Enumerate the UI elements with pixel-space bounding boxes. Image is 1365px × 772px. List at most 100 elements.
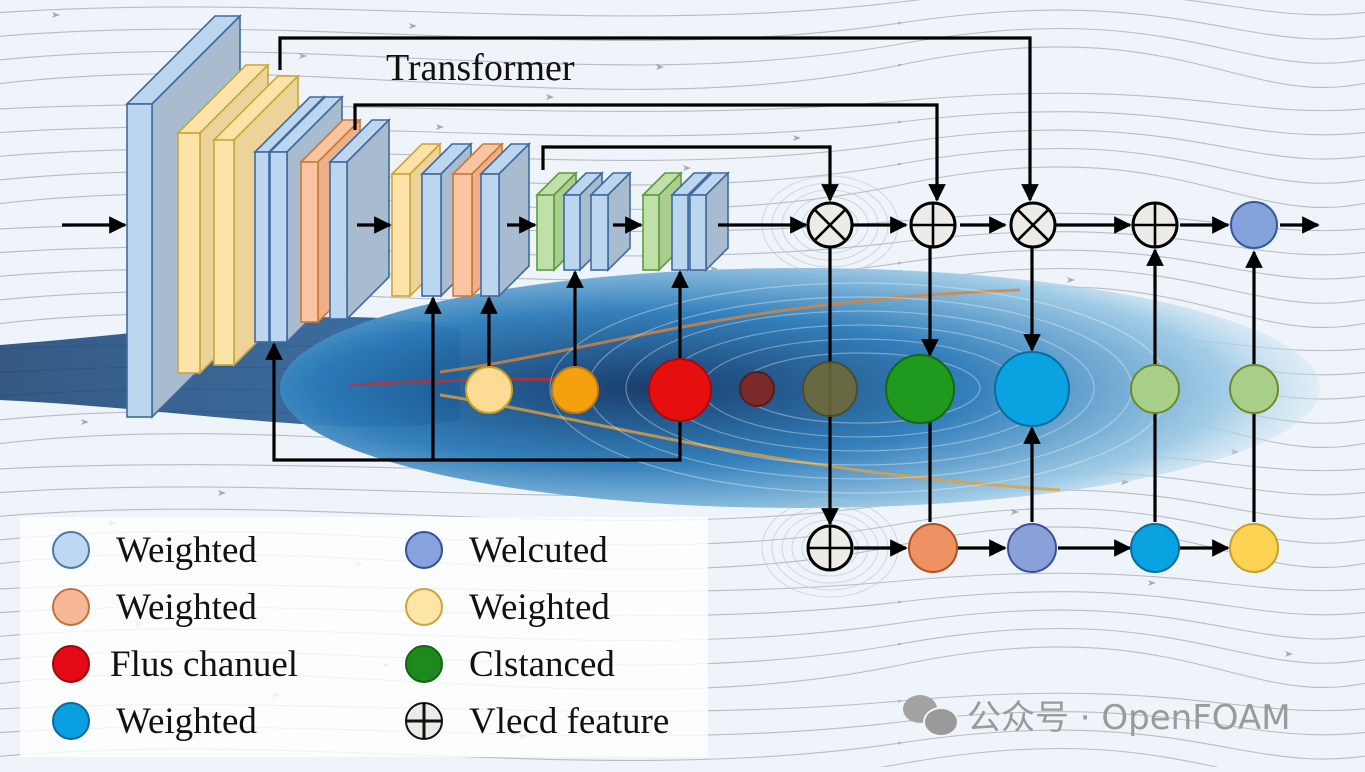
legend-item: Weighted [52,585,257,629]
wake-node [465,366,513,414]
layer-front-face [642,194,660,271]
node-layer [465,201,1279,573]
legend-label: Vlecd feature [469,700,670,742]
flow-arrow-icon [1011,509,1019,515]
flow-arrow-icon [683,165,691,171]
wake-field [0,175,1320,598]
legend: Weighted Weighted Flus chanuel Weighted … [20,517,708,757]
legend-label: Welcuted [469,529,608,571]
wake-node [885,354,955,424]
flow-arrow-icon [52,12,60,18]
oplus-operator-icon [909,201,957,249]
layer-front-face [329,161,348,320]
wake-node [1229,364,1279,414]
skip-connection [541,145,839,202]
flow-arrow-icon [218,490,226,496]
flow-arrow-icon [1285,651,1293,657]
flow-arrow-icon [656,64,664,70]
streamline [0,9,1365,41]
oplus-operator-icon [1131,201,1179,249]
legend-item: Flus chanuel [52,642,298,686]
wake-node [551,366,599,414]
legend-swatch-salmon-circle [52,588,90,626]
layer-blue [589,171,632,272]
wake-node [1130,364,1180,414]
oplus-operator-icon [806,524,854,572]
legend-swatch-light-blue-circle [52,531,90,569]
shear-line-upper [439,288,1021,374]
feedback-arrow [265,342,682,462]
output-node [1230,201,1278,249]
bottom-node [908,523,958,573]
wake-node [739,371,775,407]
legend-item: Weighted [52,699,257,743]
layer-blue [688,171,730,272]
legend-swatch-green-circle [405,645,443,683]
layer-front-face [689,194,707,271]
watermark-text: 公众号 · OpenFOAM [967,698,1291,738]
legend-swatch-red-circle [52,645,90,683]
flow-arrow-icon [1067,277,1075,283]
oplus-icon [405,702,443,740]
encoder-stack [125,14,730,419]
flow-arrow-icon [81,419,89,425]
watermark: 公众号 · OpenFOAM [903,690,1291,739]
legend-label: Clstanced [469,643,615,685]
skip-connection-transformer [278,36,1039,202]
streamline [0,0,1365,17]
layer-front-face [671,194,689,271]
legend-item: Weighted [405,585,610,629]
layer-front-face [563,194,581,271]
bottom-node [1229,523,1279,573]
wechat-icon [903,694,959,737]
layer-front-face [300,161,319,323]
legend-item: Vlecd feature [405,699,669,743]
bottom-node [1007,523,1057,573]
layer-front-face [269,151,288,343]
layer-front-face [126,103,153,418]
layer-blue [328,118,391,321]
otimes-operator-icon [1009,201,1057,249]
bottom-node [1130,523,1180,573]
layer-front-face [213,139,235,366]
flow-arrow-icon [546,94,554,100]
legend-label: Flus chanuel [110,643,299,685]
operator-stroke [813,208,847,242]
layer-blue [479,142,531,298]
layer-front-face [421,173,442,297]
layer-front-face [177,132,201,374]
flow-arrow-icon [793,135,801,141]
layer-front-face [391,173,411,297]
flow-arrow-icon [1148,580,1156,586]
flow-arrow-icon [299,53,307,59]
operator-stroke [1016,208,1050,242]
legend-item: Weighted [52,528,257,572]
legend-label: Weighted [116,700,257,742]
legend-label: Weighted [469,586,610,628]
wake-streamline [625,310,1095,466]
legend-swatch-blue-circle [52,702,90,740]
legend-label: Weighted [116,586,257,628]
otimes-operator-icon [806,201,854,249]
streamline [0,27,1365,66]
skip-connection [353,103,946,202]
layer-front-face [590,194,609,271]
flow-arrow-icon [409,23,417,29]
legend-swatch-pale-yellow-circle [405,588,443,626]
legend-item: Clstanced [405,642,615,686]
wake-node [994,351,1070,427]
layer-front-face [536,194,555,271]
wake-node [648,358,712,422]
wake-plume [280,268,1320,508]
transformer-label: Transformer [386,47,575,89]
shear-line-lower [439,393,1061,492]
legend-label: Weighted [116,529,257,571]
wake-node [802,361,858,417]
layer-front-face [480,173,500,297]
legend-item: Welcuted [405,528,608,572]
layer-front-face [452,173,473,297]
layer-front-face [254,151,270,343]
flow-arrow-icon [436,124,444,130]
